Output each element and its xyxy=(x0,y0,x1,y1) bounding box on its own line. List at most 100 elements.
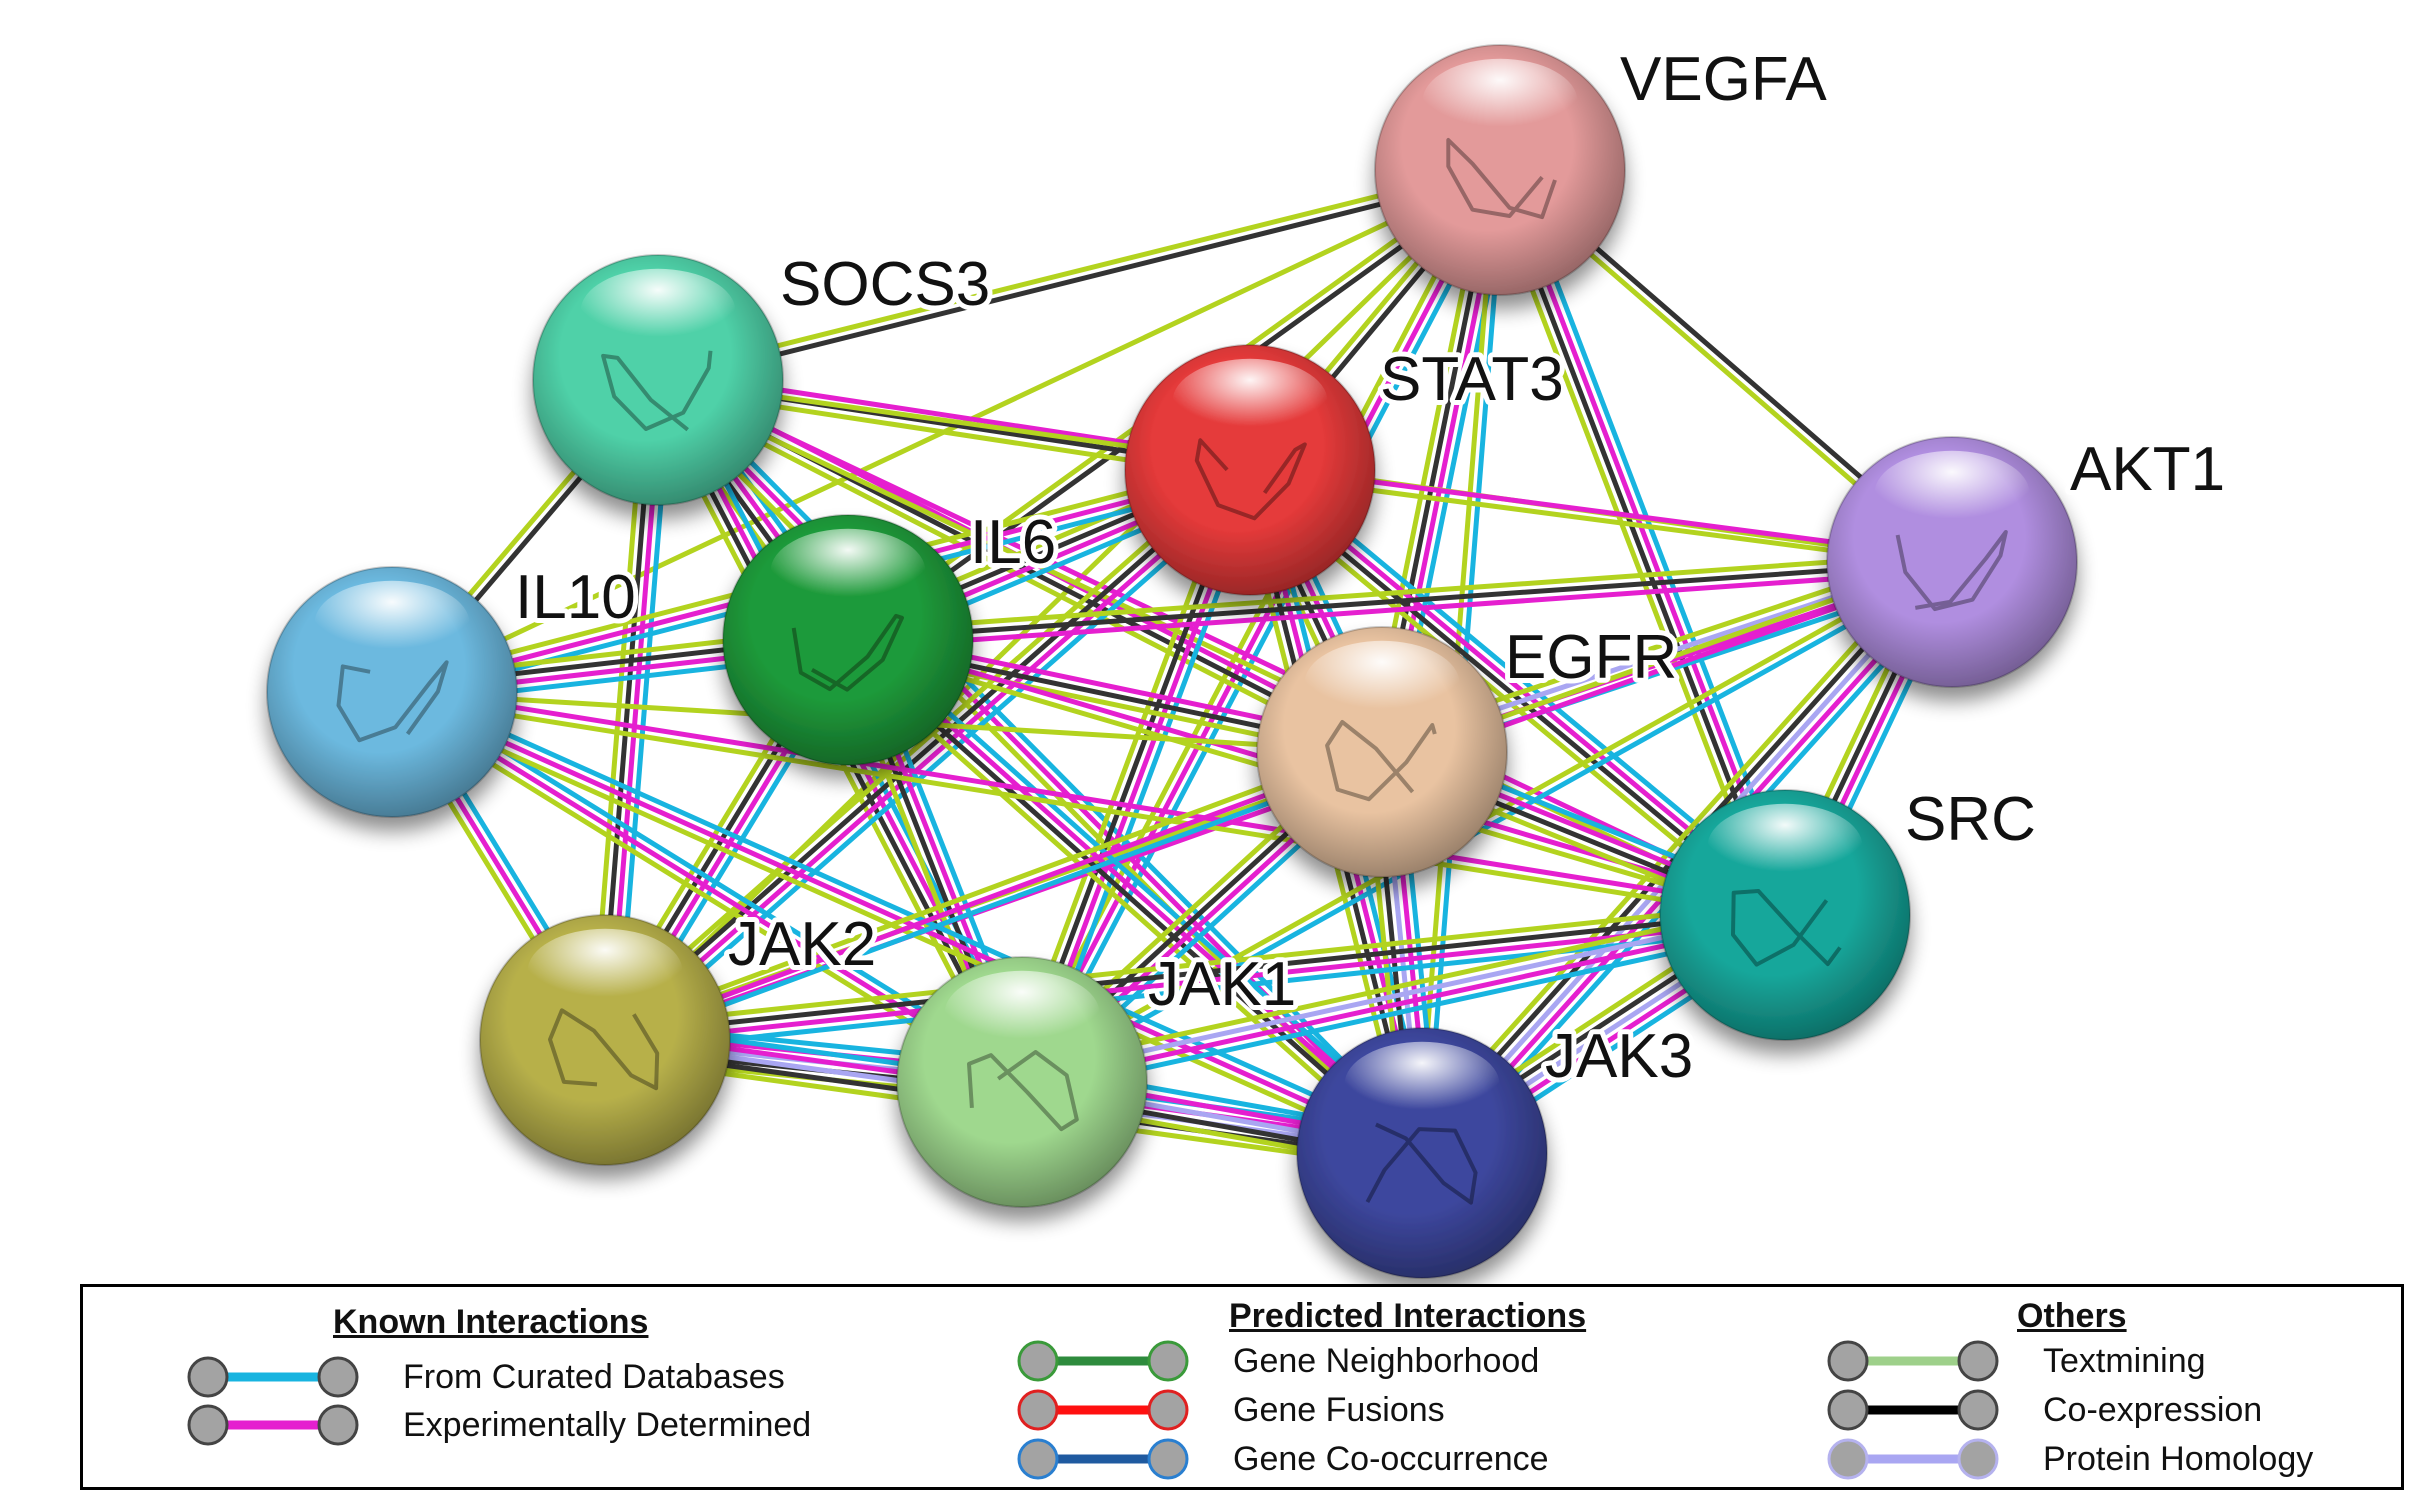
legend-item-experimental: Experimentally Determined xyxy=(183,1403,811,1447)
edge-line-curated xyxy=(603,925,1789,1056)
edge-line-textmining xyxy=(599,741,1382,1035)
node-label-il6: IL6 xyxy=(970,508,1056,577)
legend-label-experimental: Experimentally Determined xyxy=(403,1405,812,1444)
edge-line-textmining xyxy=(601,899,1787,1030)
edge-line-experimental xyxy=(1020,916,1789,1089)
edge-akt1-il6 xyxy=(844,551,1956,651)
edge-socs3-src xyxy=(653,373,1790,922)
edge-line-textmining xyxy=(1485,172,1776,923)
edge-line-experimental xyxy=(846,567,1956,651)
node-label-jak2: JAK2 xyxy=(728,910,876,979)
edge-vegfa-socs3 xyxy=(654,163,1504,387)
node-label-jak3: JAK3 xyxy=(1545,1022,1693,1091)
node-gloss xyxy=(314,580,470,666)
node-gloss xyxy=(527,928,683,1014)
node-jak3[interactable] xyxy=(1296,1027,1548,1279)
edge-line-curated xyxy=(1022,924,1791,1097)
edge-line-textmining xyxy=(1406,548,1942,1145)
edge-line-experimental xyxy=(1019,167,1503,1085)
legend-item-coexpression: Co-expression xyxy=(1823,1388,2262,1432)
edge-src-jak1 xyxy=(1016,900,1791,1097)
edge-line-experimental xyxy=(1501,165,1792,916)
edge-line-curated xyxy=(392,681,1428,1148)
node-label-akt1: AKT1 xyxy=(2070,435,2225,504)
edge-line-curated xyxy=(853,627,1433,1146)
legend-label-coexpression: Co-expression xyxy=(2043,1390,2263,1429)
edge-il6-jak3 xyxy=(837,627,1433,1166)
node-label-jak1: JAK1 xyxy=(1148,950,1296,1019)
edge-line-homology xyxy=(1018,908,1787,1081)
edge-line-experimental xyxy=(602,916,1788,1047)
node-gloss xyxy=(1874,450,2030,536)
edge-vegfa-jak2 xyxy=(602,167,1503,1043)
edge-line-coexpression xyxy=(845,559,1955,643)
node-src[interactable] xyxy=(1659,789,1911,1041)
edge-line-curated xyxy=(1027,171,1511,1089)
node-akt1[interactable] xyxy=(1826,436,2078,688)
edge-line-textmining xyxy=(1016,900,1785,1073)
edge-line-textmining xyxy=(388,693,1787,922)
node-egfr[interactable] xyxy=(1256,626,1508,878)
edge-line-experimental xyxy=(657,373,1790,914)
node-il6[interactable] xyxy=(722,514,974,766)
legend-item-cooccurrence: Gene Co-occurrence xyxy=(1013,1437,1549,1481)
legend-label-homology: Protein Homology xyxy=(2043,1439,2314,1478)
nodes-layer xyxy=(266,44,2078,1279)
edge-line-textmining xyxy=(653,381,1786,922)
edge-line-curated xyxy=(605,757,1388,1051)
legend-item-neighborhood: Gene Neighborhood xyxy=(1013,1339,1539,1383)
legend-swatch-textmining xyxy=(1827,1340,1999,1382)
node-jak1[interactable] xyxy=(896,956,1148,1208)
legend-known-title: Known Interactions xyxy=(333,1303,649,1341)
legend-item-curated: From Curated Databases xyxy=(183,1355,785,1399)
edge-line-experimental xyxy=(389,689,1425,1156)
node-jak2[interactable] xyxy=(479,914,731,1166)
node-gloss xyxy=(944,970,1100,1056)
legend-label-textmining: Textmining xyxy=(2043,1341,2206,1380)
legend-predicted-title: Predicted Interactions xyxy=(1229,1297,1587,1335)
labels-layer: VEGFASOCS3STAT3AKT1IL6IL10EGFRSRCJAK2JAK… xyxy=(510,40,2230,1096)
legend-label-fusions: Gene Fusions xyxy=(1233,1390,1445,1429)
node-label-il10: IL10 xyxy=(515,563,636,632)
edge-line-experimental xyxy=(848,634,1428,1153)
legend-swatch-experimental xyxy=(187,1404,359,1446)
edge-line-textmining xyxy=(594,457,1245,1033)
node-label-vegfa: VEGFA xyxy=(1620,45,1827,114)
edge-line-coexpression xyxy=(602,908,1788,1039)
node-gloss xyxy=(1172,358,1328,444)
node-gloss xyxy=(1304,640,1460,726)
edge-line-coexpression xyxy=(656,171,1504,387)
node-gloss xyxy=(580,268,736,354)
legend-item-textmining: Textmining xyxy=(1823,1339,2206,1383)
edge-line-textmining xyxy=(837,647,1417,1166)
node-il10[interactable] xyxy=(266,566,518,818)
legend-item-homology: Protein Homology xyxy=(1823,1437,2313,1481)
legend-swatch-curated xyxy=(187,1356,359,1398)
node-vegfa[interactable] xyxy=(1374,44,1626,296)
edge-line-experimental xyxy=(602,749,1385,1043)
edge-line-experimental xyxy=(605,470,1256,1046)
edge-line-textmining xyxy=(602,167,1503,1043)
legend-item-fusions: Gene Fusions xyxy=(1013,1388,1445,1432)
legend-swatch-cooccurrence xyxy=(1017,1438,1189,1480)
legend: Known Interactions From Curated Database… xyxy=(80,1284,2404,1490)
node-gloss xyxy=(1422,58,1578,144)
node-socs3[interactable] xyxy=(532,254,784,506)
legend-swatch-neighborhood xyxy=(1017,1340,1189,1382)
edge-stat3-jak2 xyxy=(594,457,1261,1053)
legend-swatch-coexpression xyxy=(1827,1389,1999,1431)
edge-line-experimental xyxy=(390,685,1789,914)
node-label-stat3: STAT3 xyxy=(1380,345,1564,414)
legend-swatch-homology xyxy=(1827,1438,1999,1480)
node-gloss xyxy=(1707,803,1863,889)
legend-label-curated: From Curated Databases xyxy=(403,1357,785,1396)
node-gloss xyxy=(1344,1041,1500,1127)
edge-line-curated xyxy=(610,477,1261,1053)
edge-line-coexpression xyxy=(599,464,1250,1040)
node-stat3[interactable] xyxy=(1124,344,1376,596)
legend-label-cooccurrence: Gene Co-occurrence xyxy=(1233,1439,1549,1478)
edge-src-jak2 xyxy=(601,899,1789,1056)
legend-label-neighborhood: Gene Neighborhood xyxy=(1233,1341,1540,1380)
edge-il10-src xyxy=(388,685,1789,922)
